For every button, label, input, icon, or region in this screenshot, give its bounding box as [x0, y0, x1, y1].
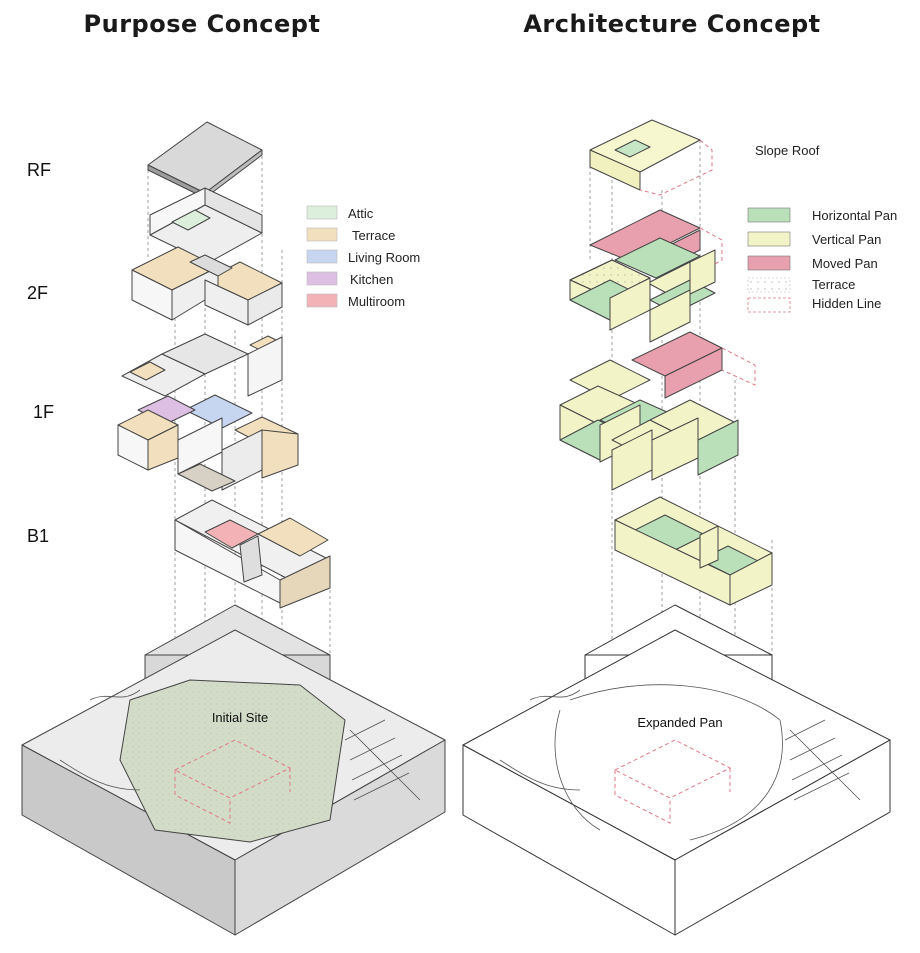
floor-label-rf: RF: [27, 160, 51, 180]
legend-swatch-living-room: [306, 249, 338, 264]
left-floor-2f: [131, 187, 283, 326]
right-roof: [589, 119, 713, 196]
legend-label-terrace: Terrace: [352, 228, 395, 243]
legend-swatch-terrace-dots: [747, 277, 791, 293]
left-roof: [147, 121, 263, 199]
left-floor-1f: [117, 333, 299, 492]
architecture-legend: Horizontal Pan Vertical Pan Moved Pan Te…: [747, 207, 897, 313]
purpose-legend: Attic Terrace Living Room Kitchen Multir…: [306, 205, 420, 309]
floor-label-1f: 1F: [33, 402, 54, 422]
left-site-block: [21, 604, 446, 936]
slope-roof-label: Slope Roof: [755, 143, 820, 158]
legend-swatch-multiroom: [306, 293, 338, 308]
legend-swatch-terrace: [306, 227, 338, 242]
legend-swatch-vertical-pan: [747, 231, 791, 247]
right-site-block: [462, 604, 891, 936]
legend-label-attic: Attic: [348, 206, 374, 221]
architecture-concept-title: Architecture Concept: [523, 10, 820, 38]
expanded-pan-label: Expanded Pan: [637, 715, 722, 730]
legend-label-horizontal-pan: Horizontal Pan: [812, 208, 897, 223]
floor-label-2f: 2F: [27, 283, 48, 303]
legend-label-kitchen: Kitchen: [350, 272, 393, 287]
legend-swatch-attic: [306, 205, 338, 220]
legend-swatch-moved-pan: [747, 255, 791, 271]
floor-label-b1: B1: [27, 526, 49, 546]
right-floor-2f: [569, 209, 723, 343]
legend-label-multiroom: Multiroom: [348, 294, 405, 309]
right-floor-1f: [559, 331, 756, 491]
legend-swatch-hidden-line: [747, 297, 791, 313]
initial-site-label: Initial Site: [212, 710, 268, 725]
legend-swatch-horizontal-pan: [747, 207, 791, 223]
legend-label-moved-pan: Moved Pan: [812, 256, 878, 271]
legend-label-hidden-line: Hidden Line: [812, 296, 881, 311]
legend-label-living-room: Living Room: [348, 250, 420, 265]
legend-label-terrace-arch: Terrace: [812, 277, 855, 292]
right-floor-b1: [614, 496, 773, 606]
legend-swatch-kitchen: [306, 271, 338, 286]
legend-label-vertical-pan: Vertical Pan: [812, 232, 881, 247]
purpose-concept-title: Purpose Concept: [84, 10, 321, 38]
left-floor-b1: [174, 499, 331, 609]
